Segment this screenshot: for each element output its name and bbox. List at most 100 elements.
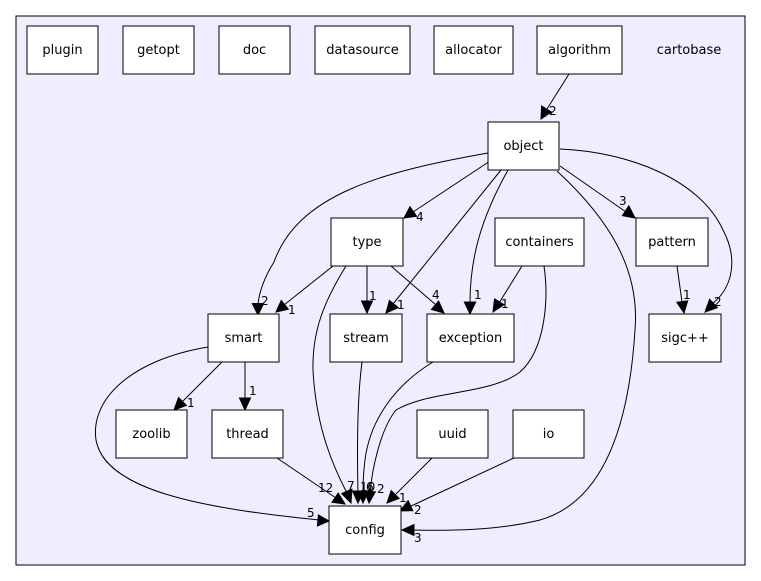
edge-exception-config: 6: [356, 361, 434, 505]
node-box: [512, 409, 585, 459]
edge-line: [362, 361, 434, 494]
arrowhead: [621, 204, 636, 219]
node-label: io: [543, 427, 555, 442]
nodes: plugin getopt doc datasource allocator a…: [26, 25, 722, 555]
node-plugin[interactable]: plugin: [26, 25, 99, 75]
edge-label: 2: [714, 295, 722, 309]
edge-label: 1: [369, 289, 377, 303]
node-box: [314, 25, 411, 75]
edge-label: 6: [366, 480, 374, 494]
node-label: datasource: [326, 43, 398, 58]
node-thread[interactable]: thread: [211, 409, 284, 459]
edge-label: 1: [397, 298, 405, 312]
arrowhead: [340, 488, 353, 505]
arrowhead: [704, 298, 719, 313]
node-algorithm[interactable]: algorithm: [536, 25, 623, 75]
edge-label: 1: [474, 288, 482, 302]
edge-label: 1: [683, 288, 691, 302]
edge-smart-thread: 1: [238, 362, 257, 412]
edge-line: [676, 265, 683, 303]
arrowhead: [540, 105, 553, 120]
edge-object-pattern: 3: [559, 165, 636, 219]
node-box: [207, 313, 280, 363]
edge-label: 4: [432, 288, 440, 302]
edge-label: 1: [249, 384, 257, 398]
cluster-frame: [15, 15, 746, 566]
edge-object-exception: 1: [463, 169, 509, 316]
node-label: thread: [226, 427, 269, 442]
arrowhead: [403, 205, 418, 219]
arrowhead: [463, 301, 477, 316]
node-smart[interactable]: smart: [207, 313, 280, 363]
edge-smart-zoolib: 1: [173, 361, 223, 411]
edge-label: 12: [318, 481, 333, 495]
edge-line: [469, 169, 509, 304]
edge-line: [392, 169, 502, 305]
node-label: stream: [343, 331, 389, 346]
node-box: [330, 217, 404, 267]
node-uuid[interactable]: uuid: [416, 409, 489, 459]
node-label: pattern: [648, 235, 696, 250]
edge-line: [408, 456, 517, 508]
node-datasource[interactable]: datasource: [314, 25, 411, 75]
node-label: config: [345, 523, 385, 538]
node-zoolib[interactable]: zoolib: [115, 409, 188, 459]
node-containers[interactable]: containers: [494, 217, 585, 267]
edge-label: 3: [414, 531, 422, 545]
node-box: [329, 313, 403, 363]
edge-line: [369, 265, 547, 494]
node-stream[interactable]: stream: [329, 313, 403, 363]
edge-label: 4: [416, 210, 424, 224]
edge-io-config: 2: [398, 456, 517, 517]
edge-label: 1: [501, 297, 509, 311]
cluster-label: cartobase: [657, 43, 722, 58]
edge-line: [411, 170, 637, 531]
node-config[interactable]: config: [328, 505, 402, 555]
edge-line: [94, 346, 320, 521]
node-label: type: [352, 235, 381, 250]
edge-label: 2: [261, 294, 269, 308]
node-sigcpp[interactable]: sigc++: [648, 313, 722, 363]
node-label: smart: [225, 331, 263, 346]
edge-pattern-sigcpp: 1: [675, 265, 691, 315]
node-box: [494, 217, 585, 267]
arrowhead: [492, 297, 505, 314]
node-label: zoolib: [132, 427, 170, 442]
edge-type-smart: 1: [275, 265, 334, 317]
node-type[interactable]: type: [330, 217, 404, 267]
edge-smart-config: 5: [94, 346, 331, 527]
arrowhead: [430, 300, 445, 314]
edge-label: 1: [187, 396, 195, 410]
node-label: getopt: [137, 43, 180, 58]
edge-label: 7: [347, 479, 355, 493]
edge-label: 1: [288, 303, 296, 317]
edge-line: [559, 148, 733, 304]
node-box: [416, 409, 489, 459]
node-box: [433, 25, 514, 75]
edge-type-exception: 4: [390, 265, 445, 314]
edge-object-smart: 2: [251, 152, 489, 317]
node-box: [328, 505, 402, 555]
node-box: [218, 25, 291, 75]
node-exception[interactable]: exception: [426, 313, 515, 363]
node-label: doc: [243, 43, 266, 58]
cartobase-cluster: cartobase: [15, 15, 746, 566]
node-box: [122, 25, 195, 75]
edge-line: [312, 265, 348, 494]
node-pattern[interactable]: pattern: [635, 217, 709, 267]
node-label: uuid: [438, 427, 466, 442]
node-box: [648, 313, 722, 363]
node-getopt[interactable]: getopt: [122, 25, 195, 75]
edge-line: [181, 361, 223, 403]
edge-object-stream: 1: [385, 169, 502, 314]
edge-label: 1: [399, 491, 407, 505]
arrowhead: [331, 492, 346, 505]
node-doc[interactable]: doc: [218, 25, 291, 75]
node-io[interactable]: io: [512, 409, 585, 459]
edge-thread-config: 12: [276, 457, 346, 505]
node-allocator[interactable]: allocator: [433, 25, 514, 75]
edge-line: [498, 265, 523, 304]
arrowhead: [398, 499, 414, 512]
node-object[interactable]: object: [487, 121, 560, 171]
